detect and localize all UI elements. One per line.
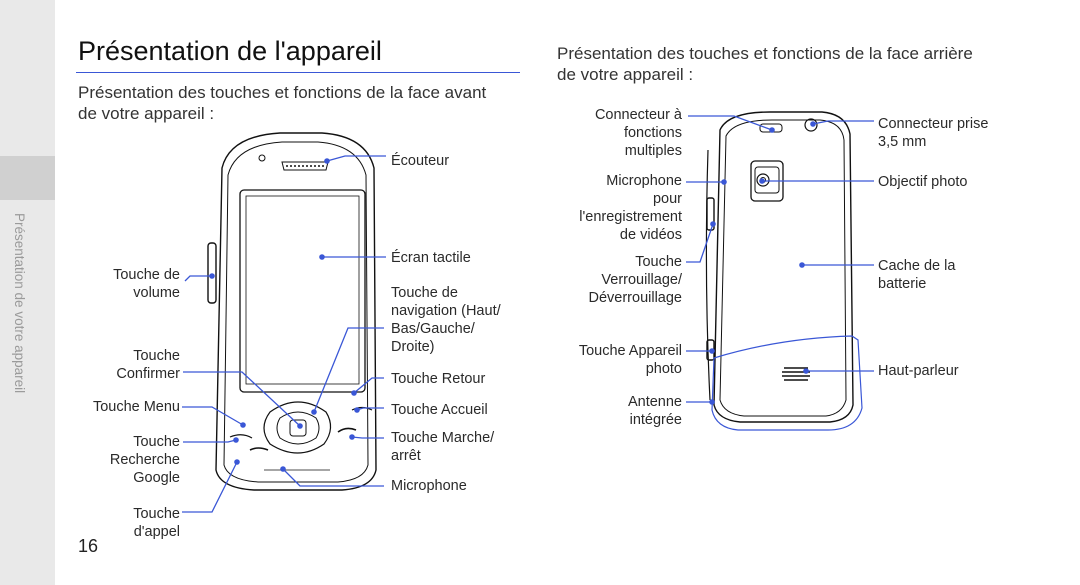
label-camera-lens: Objectif photo xyxy=(878,174,968,190)
back-intro: Présentation des touches et fonctions de… xyxy=(557,44,973,84)
back-phone-drawing xyxy=(705,111,854,423)
label-call-key: Touche d'appel xyxy=(133,506,180,540)
sidebar-strip: Présentation de votre appareil xyxy=(0,0,55,585)
label-battery-cover: Cache de la batterie xyxy=(878,258,956,292)
title-divider xyxy=(76,72,520,73)
label-search-key: Touche Recherche Google xyxy=(109,434,180,486)
label-volume-key: Touche de volume xyxy=(113,267,180,301)
label-power-key: Touche Marche/ arrêt xyxy=(391,430,495,464)
label-video-microphone: Microphone pour l'enregistrement de vidé… xyxy=(579,173,682,243)
label-menu-key: Touche Menu xyxy=(92,399,180,415)
label-microphone-front: Microphone xyxy=(391,478,467,494)
label-touchscreen: Écran tactile xyxy=(391,250,471,266)
antenna-area-outline xyxy=(711,335,863,431)
label-speaker: Haut-parleur xyxy=(878,363,959,379)
sidebar-tab xyxy=(0,156,55,200)
page-title: Présentation de l'appareil xyxy=(78,36,382,66)
page-number: 16 xyxy=(78,536,99,556)
label-back-key: Touche Retour xyxy=(391,371,486,387)
label-multi-connector: Connecteur à fonctions multiples xyxy=(594,107,682,159)
back-callout-lines xyxy=(686,115,874,403)
label-camera-key: Touche Appareil photo xyxy=(578,343,682,377)
label-nav-key: Touche de navigation (Haut/ Bas/Gauche/ … xyxy=(391,285,501,355)
label-lock-key: Touche Verrouillage/ Déverrouillage xyxy=(588,254,683,306)
label-antenna: Antenne intégrée xyxy=(627,394,682,428)
front-callout-dots xyxy=(209,158,360,472)
front-phone-drawing xyxy=(207,132,377,491)
label-earpiece: Écouteur xyxy=(391,153,450,169)
front-intro: Présentation des touches et fonctions de… xyxy=(78,83,487,123)
front-callout-lines xyxy=(182,155,386,513)
label-confirm-key: Touche Confirmer xyxy=(116,348,180,382)
label-jack: Connecteur prise 3,5 mm xyxy=(878,116,989,150)
label-home-key: Touche Accueil xyxy=(391,402,488,418)
